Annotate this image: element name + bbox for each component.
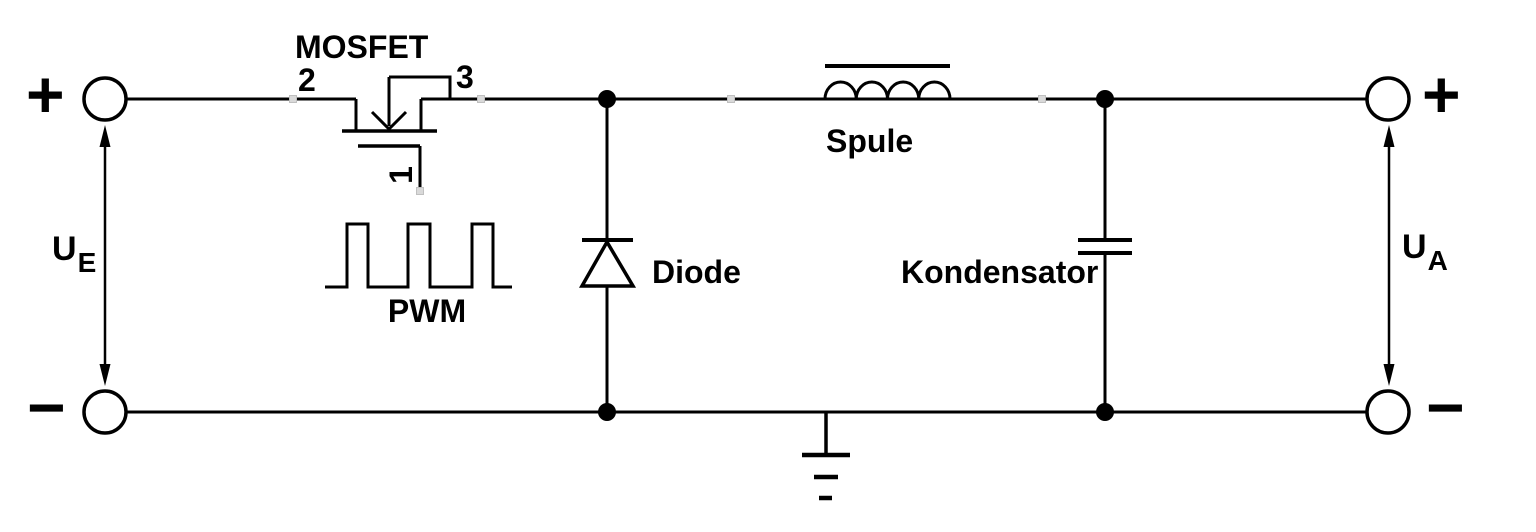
- input-voltage-label: UE: [52, 230, 96, 277]
- input-voltage-arrow: [99, 125, 111, 386]
- inductor-symbol: [823, 64, 952, 100]
- arrow-head-down: [1383, 364, 1395, 386]
- input-voltage-subscript: E: [77, 247, 97, 278]
- pwm-waveform: [325, 222, 512, 289]
- port-marker: [727, 95, 735, 103]
- input-terminal-positive: [82, 76, 128, 122]
- mosfet-pin2-label: 2: [298, 62, 316, 98]
- arrow-head-up: [1383, 125, 1395, 147]
- capacitor-label: Kondensator: [901, 254, 1099, 290]
- mosfet-pin1-label: 1: [383, 166, 419, 184]
- capacitor-symbol: [1078, 99, 1132, 412]
- mosfet-bulk-connection: [389, 75, 452, 99]
- wires: [127, 97, 1367, 414]
- inductor-coil-humps: [823, 80, 952, 100]
- mosfet-label: MOSFET: [295, 29, 429, 65]
- input-voltage-symbol: U: [52, 230, 77, 268]
- terminals: [82, 76, 1411, 435]
- arrow-head-up: [99, 125, 111, 147]
- output-minus-sign: −: [1426, 370, 1465, 444]
- input-terminal-negative: [82, 389, 128, 435]
- mosfet-arrow-head: [370, 110, 408, 132]
- mosfet-pin3-label: 3: [456, 59, 474, 95]
- diode-label: Diode: [652, 254, 741, 290]
- output-voltage-subscript: A: [1427, 245, 1448, 276]
- port-marker: [1038, 95, 1046, 103]
- output-voltage-arrow: [1383, 125, 1395, 386]
- inductor-label: Spule: [826, 123, 914, 159]
- output-terminal-positive: [1365, 76, 1411, 122]
- input-plus-sign: +: [26, 57, 65, 131]
- output-voltage-symbol: U: [1402, 228, 1427, 266]
- ground-symbol: [802, 412, 850, 501]
- arrow-head-down: [99, 364, 111, 386]
- output-voltage-label: UA: [1402, 228, 1448, 275]
- pwm-label: PWM: [387, 293, 467, 329]
- output-terminal-negative: [1365, 389, 1411, 435]
- port-marker: [289, 95, 297, 103]
- output-plus-sign: +: [1422, 57, 1461, 131]
- diode-triangle: [578, 238, 637, 288]
- port-markers: [289, 95, 1046, 195]
- mosfet-symbol: [342, 75, 452, 190]
- diode-symbol: [578, 99, 637, 412]
- input-minus-sign: −: [27, 370, 66, 444]
- port-marker: [477, 95, 485, 103]
- port-marker: [416, 187, 424, 195]
